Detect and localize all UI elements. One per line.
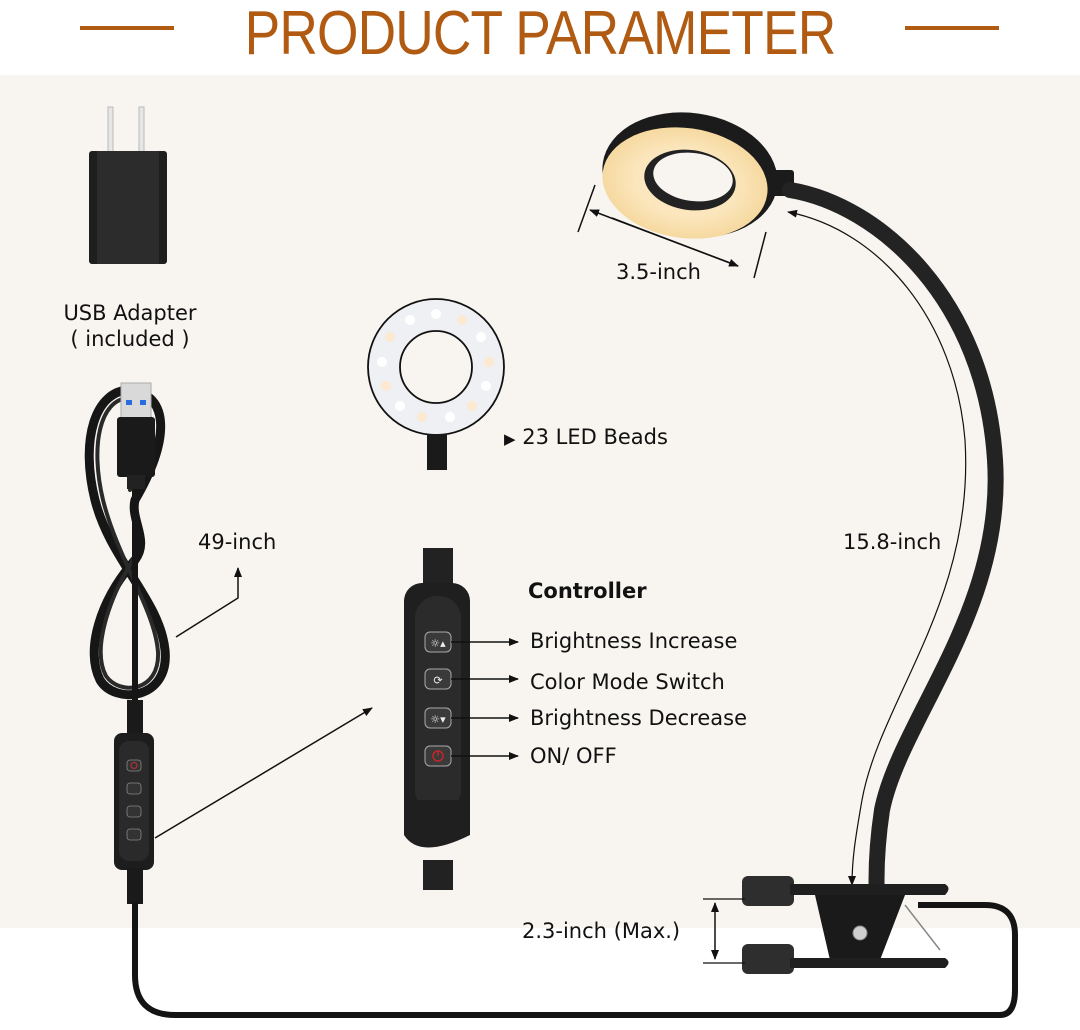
title-rule-right <box>905 26 999 30</box>
product-panel <box>0 75 1080 928</box>
inline-controller-icon <box>114 700 154 904</box>
led-beads-label: ▶ 23 LED Beads <box>504 424 668 452</box>
usb-adapter-icon <box>89 106 167 264</box>
adapter-label-line2: ( included ) <box>70 327 190 351</box>
gooseneck-dimension-bottom <box>848 439 967 886</box>
lamp-head-icon <box>602 112 794 239</box>
usb-plug-icon <box>117 382 155 489</box>
controller-label-color-mode: Color Mode Switch <box>530 670 725 694</box>
controller-label-power: ON/ OFF <box>530 744 617 768</box>
controller-label-brightness-up: Brightness Increase <box>530 629 738 653</box>
controller-button-power[interactable] <box>424 745 452 767</box>
adapter-label: USB Adapter ( included ) <box>40 300 220 352</box>
adapter-label-line1: USB Adapter <box>63 301 197 325</box>
gooseneck-length-label: 15.8-inch <box>843 530 942 554</box>
controller-title: Controller <box>528 579 647 603</box>
play-marker-icon: ▶ <box>504 430 516 448</box>
controller-label-brightness-down: Brightness Decrease <box>530 706 747 730</box>
svg-text:☼▾: ☼▾ <box>430 713 446 726</box>
controller-button-brightness-down[interactable]: ☼▾ <box>424 707 452 729</box>
cable-length-pointer <box>175 567 242 638</box>
controller-button-brightness-up[interactable]: ☼▴ <box>424 631 452 653</box>
diameter-label: 3.5-inch <box>616 260 701 284</box>
header: PRODUCT PARAMETER <box>0 0 1080 75</box>
power-cable <box>132 902 1018 1018</box>
clip-opening-label: 2.3-inch (Max.) <box>522 919 681 943</box>
desk-clip-icon <box>742 876 949 974</box>
svg-text:☼▴: ☼▴ <box>430 637 446 650</box>
cable-length-label: 49-inch <box>198 530 277 554</box>
gooseneck-dimension-top <box>787 209 966 441</box>
controller-button-color-mode[interactable]: ⟳ <box>424 668 452 690</box>
page-title: PRODUCT PARAMETER <box>244 0 837 68</box>
led-beads-text: 23 LED Beads <box>522 425 668 449</box>
gooseneck-arm <box>782 182 1004 908</box>
controller-pointers <box>451 638 519 760</box>
controller-pointer <box>154 707 373 839</box>
svg-text:⟳: ⟳ <box>433 674 442 687</box>
title-rule-left <box>80 26 174 30</box>
led-ring-icon <box>367 298 505 470</box>
